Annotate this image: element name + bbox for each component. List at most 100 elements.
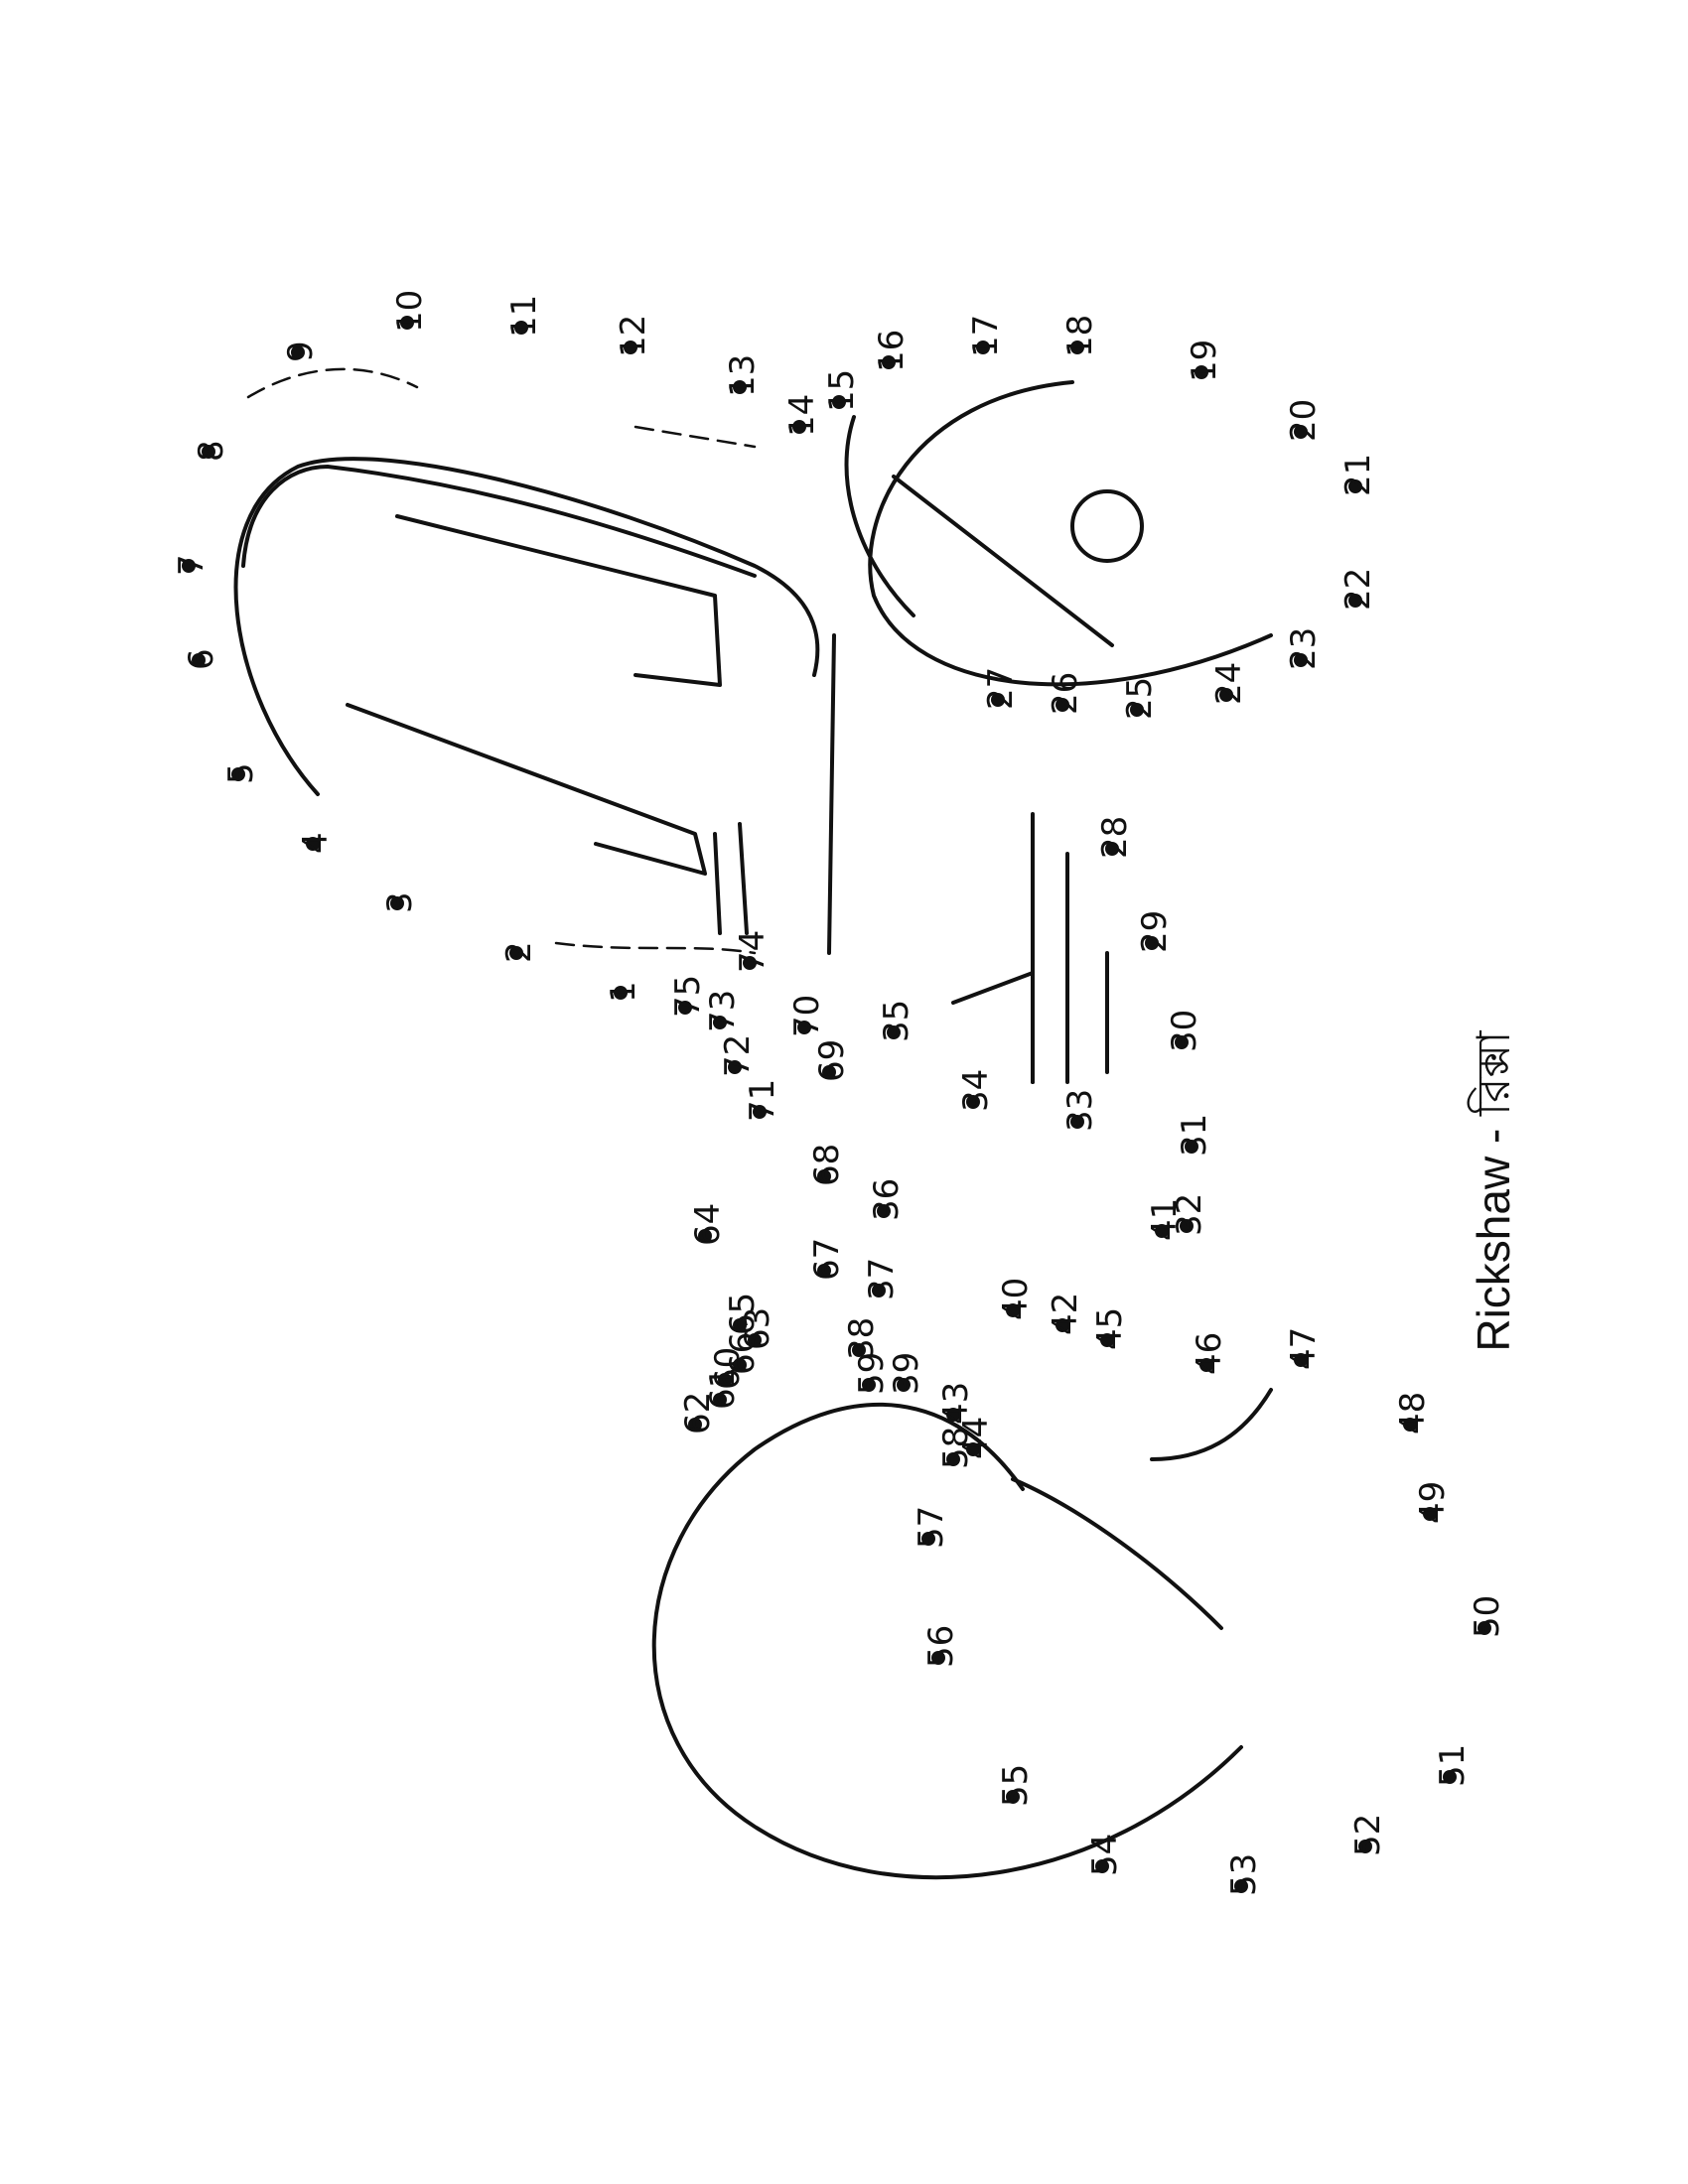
dot-marker [733, 1318, 747, 1332]
dot-52: 52 [1348, 1814, 1388, 1856]
dot-number: 50 [1468, 1595, 1507, 1638]
dot-number: 65 [723, 1293, 763, 1335]
dot-45: 45 [1090, 1307, 1130, 1350]
dot-29: 29 [1135, 910, 1175, 953]
dot-number: 29 [1135, 910, 1175, 953]
dot-21: 21 [1338, 454, 1378, 496]
dot-marker [718, 1373, 732, 1387]
dot-39: 39 [887, 1352, 926, 1395]
dot-marker [713, 1393, 727, 1407]
dot-marker [698, 1229, 712, 1243]
rickshaw-outline [233, 367, 1273, 1880]
canopy-pole-left [713, 832, 722, 935]
dot-number: 7 [172, 554, 211, 576]
dot-number: 45 [1090, 1307, 1130, 1350]
dot-marker [966, 1095, 980, 1109]
dot-43: 43 [936, 1382, 976, 1425]
dot-47: 47 [1284, 1327, 1324, 1370]
dot-65: 65 [723, 1293, 763, 1335]
dot-number: 16 [872, 330, 912, 372]
dot-35: 35 [877, 1000, 916, 1042]
dot-marker [852, 1343, 866, 1357]
dot-number: 17 [966, 315, 1006, 357]
dot-number: 19 [1185, 340, 1224, 382]
dot-marker [1185, 1140, 1198, 1154]
dot-marker [688, 1418, 702, 1432]
dot-67: 67 [807, 1238, 847, 1281]
dot-7: 7 [172, 554, 211, 576]
dot-marker [678, 1001, 692, 1015]
dot-marker [514, 321, 528, 335]
dot-46: 46 [1190, 1332, 1229, 1375]
dot-number: 67 [807, 1238, 847, 1281]
dot-marker [872, 1284, 886, 1297]
dot-number: 21 [1338, 454, 1378, 496]
dot-number: 4 [296, 832, 336, 854]
dot-number: 71 [743, 1079, 782, 1122]
dot-33: 33 [1060, 1089, 1100, 1132]
dot-marker [753, 1105, 767, 1119]
dot-number: 73 [703, 990, 743, 1032]
dot-number: 1 [604, 981, 643, 1003]
dot-marker [1195, 365, 1208, 379]
dot-marker [1348, 594, 1362, 608]
dot-16: 16 [872, 330, 912, 372]
rear-wheel-inner [844, 415, 915, 617]
dot-74: 74 [733, 930, 773, 973]
dot-75: 75 [668, 975, 708, 1018]
dot-marker [1145, 936, 1159, 950]
dot-6: 6 [182, 648, 221, 670]
dot-number: 31 [1175, 1114, 1214, 1157]
dot-number: 41 [1145, 1198, 1185, 1241]
dot-marker [877, 1204, 891, 1218]
dot-58: 58 [936, 1427, 976, 1469]
dot-marker [743, 956, 757, 970]
dot-marker [390, 896, 404, 910]
dot-23: 23 [1284, 627, 1324, 670]
dot-number: 46 [1190, 1332, 1229, 1375]
dot-number: 25 [1120, 677, 1160, 720]
dot-marker [1294, 653, 1308, 667]
canopy-pole-right [738, 822, 749, 935]
caption: Rickshaw - রিক্সা [1467, 1030, 1519, 1352]
dot-number: 15 [822, 369, 862, 412]
sketch-hint-2 [554, 941, 757, 955]
front-wheel-spoke [1011, 1477, 1223, 1630]
dot-number: 62 [678, 1392, 718, 1434]
dot-51: 51 [1433, 1744, 1473, 1787]
dot-42: 42 [1046, 1293, 1085, 1335]
dot-marker [921, 1532, 935, 1546]
canopy-panel-top [395, 514, 722, 687]
dot-22: 22 [1338, 568, 1378, 611]
dot-number: 56 [921, 1625, 961, 1668]
dot-number: 24 [1209, 662, 1249, 705]
dot-30: 30 [1165, 1010, 1204, 1052]
dot-number: 22 [1338, 568, 1378, 611]
dot-71: 71 [743, 1079, 782, 1122]
dot-marker [1100, 1333, 1114, 1347]
dot-marker [1443, 1770, 1457, 1784]
dot-56: 56 [921, 1625, 961, 1668]
dot-number: 38 [842, 1317, 882, 1360]
dot-marker [1294, 425, 1308, 439]
dot-number: 9 [281, 341, 321, 362]
dot-12: 12 [614, 315, 653, 357]
dot-marker [733, 1358, 747, 1372]
dot-marker [1348, 479, 1362, 493]
dot-44: 44 [956, 1417, 996, 1459]
dot-number: 54 [1085, 1834, 1125, 1876]
dot-marker [817, 1264, 831, 1278]
dot-17: 17 [966, 315, 1006, 357]
dot-49: 49 [1413, 1481, 1453, 1524]
dot-37: 37 [862, 1258, 902, 1300]
dot-50: 50 [1468, 1595, 1507, 1638]
dot-54: 54 [1085, 1834, 1125, 1876]
dot-10: 10 [390, 290, 430, 333]
dot-number: 70 [787, 995, 827, 1037]
dot-marker [713, 1016, 727, 1029]
front-wheel-arc [651, 1402, 1243, 1880]
dot-4: 4 [296, 832, 336, 854]
dot-8: 8 [192, 440, 231, 462]
canopy-inner [241, 465, 757, 578]
